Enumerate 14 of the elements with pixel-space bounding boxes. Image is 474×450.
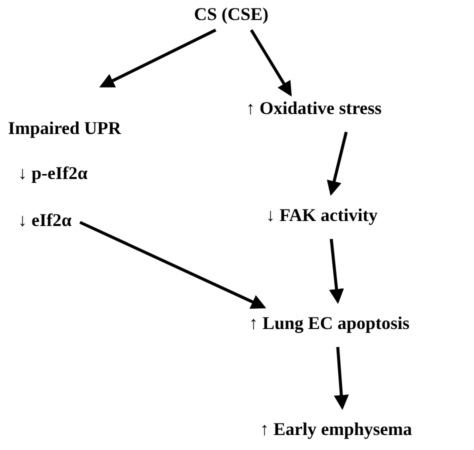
arrow bbox=[79, 220, 266, 309]
node-text: ↓ eIf2α bbox=[16, 208, 74, 234]
arrow bbox=[329, 238, 344, 304]
arrow bbox=[326, 132, 348, 196]
arrow bbox=[250, 29, 292, 97]
node-text: CS (CSE) bbox=[192, 2, 271, 28]
arrow bbox=[99, 28, 216, 88]
node-text: ↑ Early emphysema bbox=[258, 417, 414, 443]
node-text: ↑ Lung EC apoptosis bbox=[247, 311, 412, 337]
node-text: ↑ Oxidative stress bbox=[244, 96, 384, 122]
node-text: ↓ FAK activity bbox=[264, 203, 380, 229]
node-text: ↓ p-eIf2α bbox=[16, 161, 90, 187]
arrow bbox=[334, 346, 349, 410]
node-text: Impaired UPR bbox=[6, 116, 124, 142]
